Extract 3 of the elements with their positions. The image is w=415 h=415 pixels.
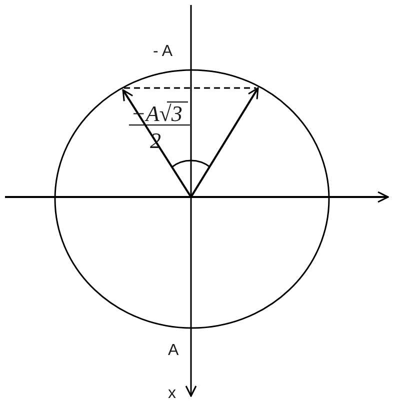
axis-label: x <box>168 386 176 402</box>
axis-label: A <box>168 343 179 359</box>
axis-label: - A <box>153 44 173 60</box>
